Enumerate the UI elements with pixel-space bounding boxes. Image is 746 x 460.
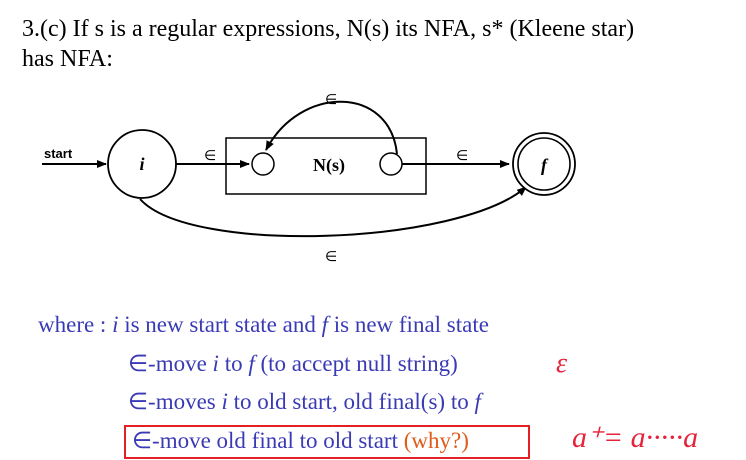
highlight-box xyxy=(124,425,530,459)
old-start-state xyxy=(251,152,275,176)
nfa-box xyxy=(225,137,427,195)
item1-b: to xyxy=(224,351,243,376)
state-f-inner xyxy=(517,137,571,191)
handwritten-epsilon: ε xyxy=(556,348,567,379)
item3-a: ∈-move old final to old start xyxy=(132,428,398,453)
where-mid: is new start state and xyxy=(124,312,316,337)
problem-line-2: has NFA: xyxy=(22,46,113,72)
state-f-outer xyxy=(512,132,576,196)
item1-a: ∈-move xyxy=(128,351,207,376)
where-suffix: is new final state xyxy=(333,312,489,337)
item1-i: i xyxy=(212,351,219,376)
note-item-3: ∈-move old final to old start (why?) xyxy=(132,428,469,454)
item2-b: to old start, old final(s) to xyxy=(233,389,469,414)
item2-a: ∈-moves xyxy=(128,389,216,414)
epsilon-label-1: ∈ xyxy=(204,147,216,163)
start-label: start xyxy=(44,146,73,161)
note-item-1: ∈-move i to f (to accept null string) xyxy=(128,351,458,377)
where-i: i xyxy=(112,312,119,337)
epsilon-label-2: ∈ xyxy=(456,147,468,163)
item3-why: (why?) xyxy=(403,428,469,453)
item1-c: (to accept null string) xyxy=(260,351,458,376)
epsilon-label-top: ∈ xyxy=(325,91,337,107)
where-line: where : i is new start state and f is ne… xyxy=(38,312,489,338)
item1-f: f xyxy=(248,351,255,376)
where-f: f xyxy=(321,312,328,337)
nfa-label: N(s) xyxy=(313,155,345,176)
problem-line-1: 3.(c) If s is a regular expressions, N(s… xyxy=(22,16,635,42)
epsilon-label-bottom: ∈ xyxy=(325,248,337,264)
where-prefix: where : xyxy=(38,312,107,337)
old-final-state xyxy=(379,152,403,176)
problem-statement: 3.(c) If s is a regular expressions, N(s… xyxy=(22,14,732,74)
item2-i: i xyxy=(221,389,228,414)
loop-arrow xyxy=(265,100,398,155)
bypass-arrow xyxy=(139,186,527,238)
item2-f: f xyxy=(474,389,481,414)
note-item-2: ∈-moves i to old start, old final(s) to … xyxy=(128,389,481,415)
state-f-label: f xyxy=(541,155,549,175)
handwritten-a-plus: a⁺= a·····a xyxy=(572,421,698,454)
state-i-label: i xyxy=(139,154,144,174)
